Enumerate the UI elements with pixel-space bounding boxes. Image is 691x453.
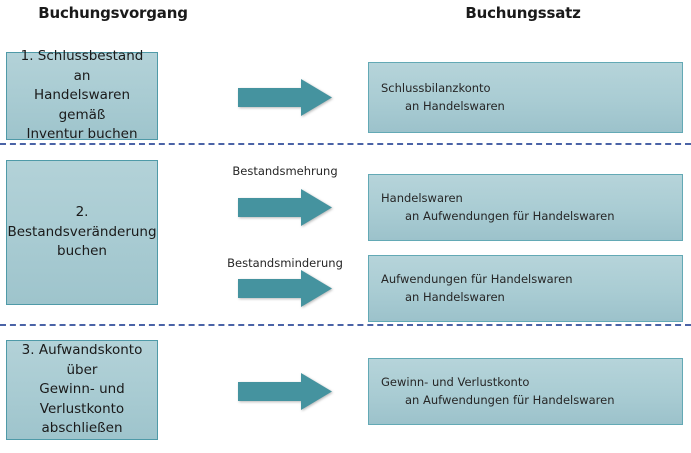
process-box-2-text: 2. Bestandsveränderung buchen: [7, 203, 156, 262]
process-box-3-line-3: abschließen: [41, 420, 123, 437]
flow-arrow-1: [238, 79, 332, 116]
flow-arrow-4: [238, 373, 332, 410]
process-box-3-line-2: Gewinn- und Verlustkonto: [39, 381, 125, 417]
record-box-1-line-1: Schlussbilanzkonto: [381, 80, 491, 95]
flow-arrow-3: [238, 270, 332, 307]
process-box-2: 2. Bestandsveränderung buchen: [6, 160, 158, 305]
process-box-3-text: 3. Aufwandskonto über Gewinn- und Verlus…: [13, 341, 151, 439]
process-box-1-line-3: Inventur buchen: [26, 126, 138, 143]
process-box-3-line-1: 3. Aufwandskonto über: [21, 342, 143, 378]
flow-arrow-2: [238, 189, 332, 226]
process-box-2-line-2: buchen: [57, 243, 107, 260]
section-divider-1: [0, 143, 691, 145]
process-box-1-text: 1. Schlussbestand an Handelswaren gemäß …: [13, 47, 151, 145]
record-box-1-line-2: an Handelswaren: [405, 98, 505, 113]
record-box-1: Schlussbilanzkonto an Handelswaren: [368, 62, 683, 133]
column-header-buchungsvorgang: Buchungsvorgang: [38, 4, 188, 22]
record-box-3-line-1: Aufwendungen für Handelswaren: [381, 271, 573, 286]
record-box-4: Gewinn- und Verlustkonto an Aufwendungen…: [368, 358, 683, 425]
record-box-2: Handelswaren an Aufwendungen für Handels…: [368, 174, 683, 241]
record-box-2-line-1: Handelswaren: [381, 190, 463, 205]
process-box-3: 3. Aufwandskonto über Gewinn- und Verlus…: [6, 340, 158, 440]
record-box-2-line-2: an Aufwendungen für Handelswaren: [405, 208, 615, 223]
record-box-4-line-2: an Aufwendungen für Handelswaren: [405, 392, 615, 407]
process-box-1: 1. Schlussbestand an Handelswaren gemäß …: [6, 48, 158, 142]
record-box-4-line-1: Gewinn- und Verlustkonto: [381, 374, 530, 389]
column-header-buchungssatz: Buchungssatz: [465, 4, 581, 22]
process-box-1-line-2: Handelswaren gemäß: [33, 87, 131, 123]
record-box-3: Aufwendungen für Handelswaren an Handels…: [368, 255, 683, 322]
process-box-2-line-1: 2. Bestandsveränderung: [7, 204, 157, 240]
record-box-3-line-2: an Handelswaren: [405, 289, 505, 304]
process-box-1-line-1: 1. Schlussbestand an: [20, 48, 144, 84]
arrow-label-bestandsmehrung: Bestandsmehrung: [232, 164, 338, 178]
arrow-label-bestandsminderung: Bestandsminderung: [227, 256, 343, 270]
section-divider-2: [0, 324, 691, 326]
